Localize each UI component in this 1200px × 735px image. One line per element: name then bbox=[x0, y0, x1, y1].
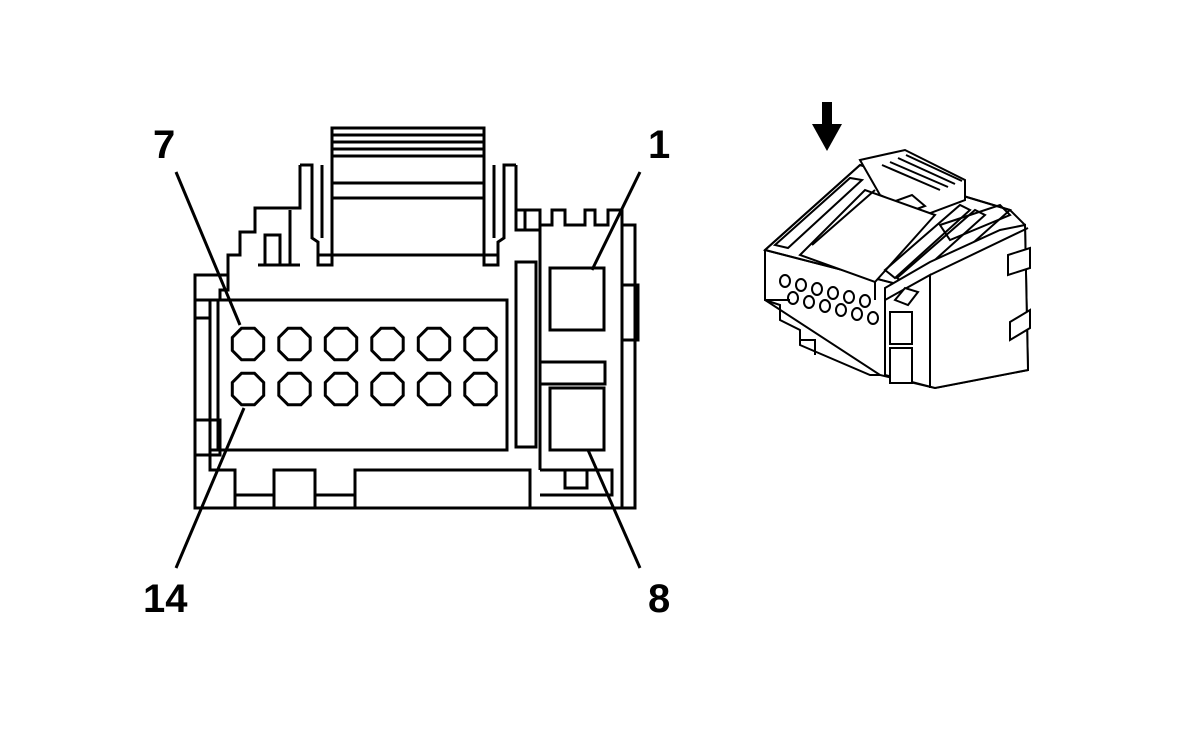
label-pin-1: 1 bbox=[648, 123, 670, 167]
cavity-pin-1 bbox=[548, 266, 606, 332]
pin-cavity bbox=[323, 326, 359, 362]
pin-cavity bbox=[230, 371, 266, 407]
isometric-pin-cavity bbox=[819, 299, 831, 313]
isometric-pin-cavity bbox=[795, 278, 807, 292]
pin-cavity bbox=[370, 326, 405, 362]
leader-line-pin-7 bbox=[174, 171, 242, 326]
isometric-pin-cavity bbox=[843, 290, 855, 304]
label-pin-8: 8 bbox=[648, 577, 670, 621]
isometric-pin-cavity bbox=[827, 286, 839, 300]
insertion-arrow-icon bbox=[812, 102, 842, 151]
isometric-pin-cavity bbox=[859, 294, 871, 308]
cavity-pin-8 bbox=[548, 386, 606, 452]
pin-cavity bbox=[323, 371, 359, 407]
isometric-pin-cavity bbox=[787, 291, 799, 305]
cavity-block bbox=[208, 298, 509, 452]
label-pin-14: 14 bbox=[143, 577, 188, 621]
isometric-pin-cavity bbox=[867, 311, 879, 325]
isometric-pin-cavity bbox=[803, 295, 815, 309]
connector-front-view bbox=[193, 126, 640, 510]
leader-line-pin-14 bbox=[174, 407, 246, 569]
pin-cavity bbox=[463, 371, 498, 407]
isometric-pin-cavity bbox=[779, 274, 791, 288]
leader-line-pin-8 bbox=[586, 449, 642, 569]
pin-cavity bbox=[463, 326, 498, 362]
pin-cavity bbox=[277, 371, 312, 407]
isometric-pin-cavity bbox=[835, 303, 847, 317]
pin-cavity bbox=[230, 326, 266, 362]
pin-cavity bbox=[416, 326, 452, 362]
pin-cavity bbox=[416, 371, 452, 407]
isometric-pin-cavity bbox=[811, 282, 823, 296]
leader-line-pin-1 bbox=[590, 171, 642, 271]
pin-cavities bbox=[230, 326, 498, 407]
label-pin-7: 7 bbox=[153, 123, 175, 167]
connector-isometric-view bbox=[762, 148, 1031, 390]
pin-cavity bbox=[277, 326, 312, 362]
isometric-pin-cavity bbox=[851, 307, 863, 321]
isometric-pin-cavities bbox=[779, 274, 879, 325]
pin-cavity bbox=[370, 371, 405, 407]
latch bbox=[300, 126, 516, 267]
housing-outline bbox=[193, 165, 637, 510]
